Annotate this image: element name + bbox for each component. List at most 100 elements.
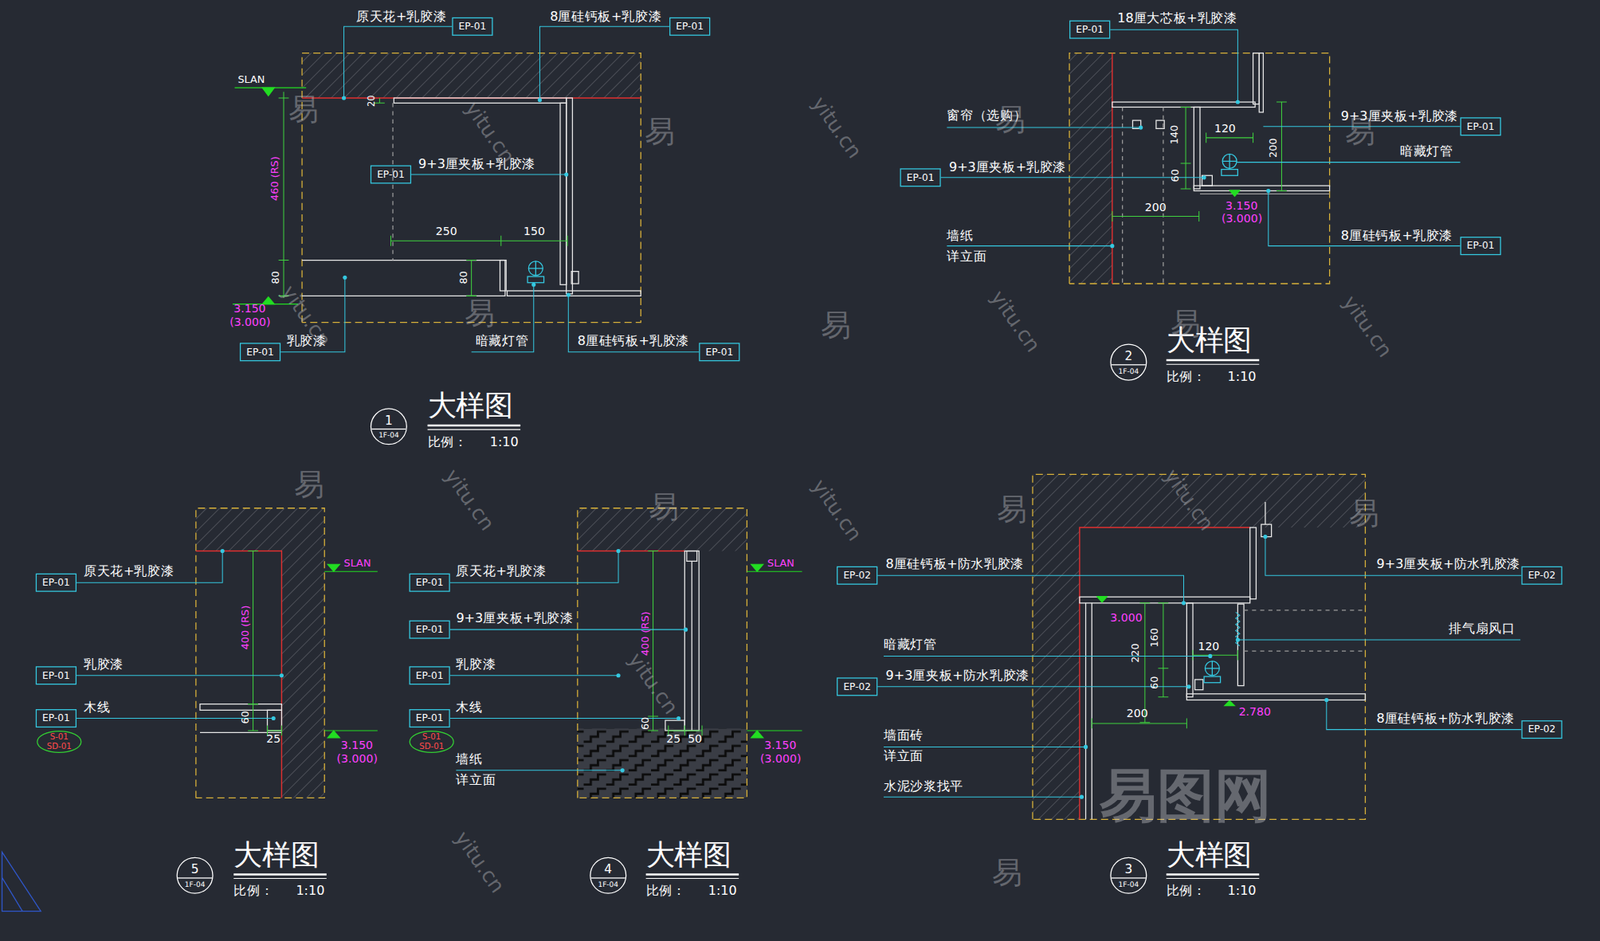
title-underline	[427, 424, 522, 428]
lamp-symbol	[528, 261, 543, 276]
leader-dot	[615, 549, 688, 773]
board	[1086, 603, 1093, 820]
callout-text: 详立面	[946, 248, 987, 263]
material-code: EP-01	[705, 345, 734, 360]
dimension: 160	[1148, 627, 1161, 648]
title-underline	[233, 873, 327, 876]
level-tag: SLAN	[767, 556, 795, 569]
elevation: 3.150	[233, 302, 266, 316]
dimension-line	[1091, 603, 1238, 730]
level-tag: SLAN	[237, 73, 265, 86]
title-underline	[646, 874, 740, 879]
detail-index-circle: 51F-04	[176, 857, 214, 895]
board	[1243, 610, 1365, 651]
title-underline	[646, 873, 740, 876]
sheet-number: 1F-04	[590, 877, 626, 891]
scale-text: 1:10	[490, 435, 519, 450]
leader-line	[883, 746, 1087, 748]
material-tag: EP-01	[239, 342, 281, 361]
material-code: EP-01	[42, 711, 71, 726]
leader-line	[1268, 190, 1461, 246]
material-code: EP-01	[415, 575, 444, 590]
dimension: 60	[239, 710, 251, 724]
callout-text: 乳胶漆	[83, 657, 124, 672]
concrete-hatch	[1069, 53, 1113, 284]
dimension: 150	[523, 225, 546, 239]
leader-dot	[1202, 175, 1207, 180]
level-marker	[746, 571, 802, 573]
leader-line	[455, 769, 623, 771]
material-code: EP-01	[1075, 22, 1104, 37]
boundary-line	[1069, 53, 1330, 284]
watermark: 易图网	[1099, 763, 1271, 829]
scale-text: 比例：	[427, 435, 468, 450]
material-tag: EP-02	[836, 677, 878, 696]
material-code: EP-01	[415, 711, 444, 726]
board	[1195, 679, 1204, 691]
lamp-symbol	[1203, 676, 1220, 683]
leader-dot	[1262, 534, 1267, 539]
callout-text: 9+3厘夹板+防水乳胶漆	[1376, 556, 1521, 572]
lamp-symbol	[527, 261, 544, 283]
leader-line	[539, 26, 670, 100]
lamp-symbol	[1221, 153, 1238, 176]
callout-text: 水泥沙浆找平	[883, 779, 964, 794]
leader-line	[883, 655, 1211, 657]
elevation: (3.000)	[229, 316, 271, 330]
material-code: EP-01	[675, 19, 704, 34]
leader-dot	[683, 627, 688, 632]
leader-dot	[1079, 795, 1084, 800]
lamp-symbol	[1203, 661, 1220, 683]
leader-line	[76, 674, 282, 676]
scale-text: 比例：	[646, 883, 687, 899]
callout-text: 详立面	[455, 772, 496, 787]
dimension-line	[1157, 603, 1169, 698]
watermark: yitu.cn	[450, 827, 510, 898]
dimension: 120	[1197, 640, 1220, 654]
leader-line	[941, 176, 1204, 178]
board	[301, 98, 641, 296]
material-tag: EP-01	[1069, 20, 1110, 40]
elevation: 3.150	[1225, 200, 1258, 213]
lamp-symbol	[1222, 153, 1237, 169]
dimension: 220	[1129, 643, 1142, 663]
detail-index-circle: 41F-04	[589, 857, 627, 895]
board	[571, 271, 579, 284]
boundary-line	[196, 508, 325, 799]
leader-dot	[531, 282, 536, 287]
leader-line	[450, 629, 687, 631]
lamp-symbol	[1221, 169, 1238, 177]
material-tag: EP-02	[836, 566, 878, 585]
detail-number: 5	[191, 860, 200, 877]
leader-dot	[1235, 99, 1240, 104]
level-marker	[746, 564, 802, 738]
watermark: yitu.cn	[623, 648, 683, 719]
level-marker	[327, 730, 340, 738]
material-code: EP-01	[42, 668, 71, 683]
leader-dot	[676, 716, 681, 721]
material-tag: EP-01	[409, 573, 451, 593]
finish-line	[1111, 53, 1113, 284]
lamp-symbol	[1204, 661, 1220, 676]
leader-line	[946, 245, 1112, 247]
finish-line	[196, 551, 283, 799]
callout-text: 原天花+乳胶漆	[356, 9, 447, 24]
detail-number: 2	[1124, 347, 1133, 364]
detail-title: 大样图	[646, 839, 733, 872]
callout-text: 排气扇风口	[1448, 621, 1515, 636]
material-code: EP-01	[906, 170, 935, 185]
callout-text: 墙面砖	[883, 728, 924, 743]
boundary-line	[577, 508, 748, 799]
leader-line	[344, 26, 453, 99]
material-code: EP-01	[415, 668, 444, 683]
leader-dot	[1181, 600, 1186, 605]
board	[1253, 53, 1260, 105]
leader-line	[1326, 699, 1522, 730]
watermark: 易	[820, 308, 851, 344]
leader-line	[280, 26, 699, 353]
corner-mark	[2, 851, 42, 911]
scale-text: 比例：	[1166, 369, 1207, 385]
leader-dot	[1324, 698, 1329, 702]
leader-dot	[1109, 243, 1114, 248]
material-code: EP-02	[843, 568, 871, 583]
